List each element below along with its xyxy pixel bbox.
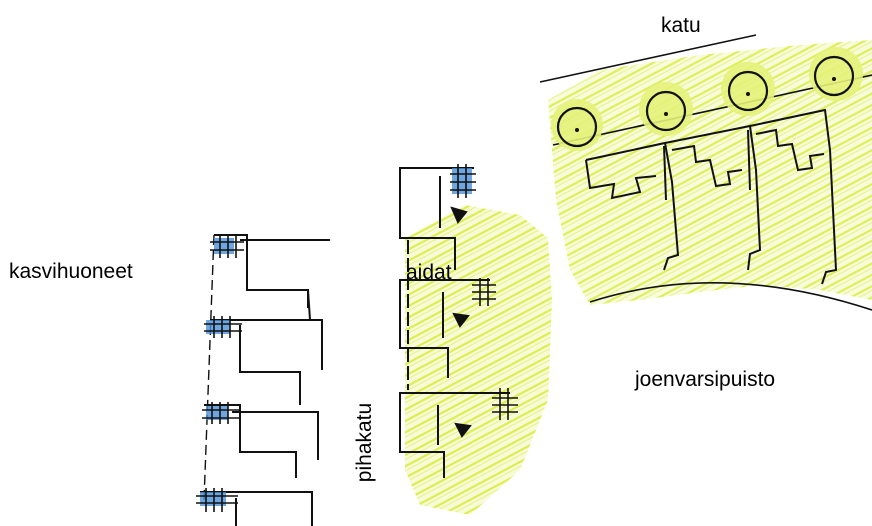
gh-row-spine — [203, 234, 215, 501]
street-house-2-front — [671, 144, 743, 188]
tree-2 — [639, 82, 693, 136]
greenhouse-left-1 — [210, 234, 244, 258]
fence-arrow-2 — [452, 312, 470, 328]
street-house-divider-1 — [663, 145, 667, 201]
greenhouses-label: kasvihuoneet — [9, 260, 133, 283]
greenhouse-mid-3 — [492, 388, 518, 420]
greenhouse-houses — [200, 234, 330, 526]
grass-area-middle — [405, 205, 552, 515]
greenhouses-middle — [450, 164, 518, 420]
street-edge-top — [539, 34, 757, 83]
street-house-1-front — [585, 159, 657, 200]
grass-areas — [405, 40, 872, 515]
fenced-house-2 — [399, 279, 490, 378]
gh-house-4 — [200, 491, 313, 526]
street-trees — [551, 47, 863, 151]
tree-4 — [809, 47, 863, 101]
gh-row-divider — [307, 289, 311, 321]
street-house-3 — [749, 108, 838, 285]
greenhouse-mid-2 — [472, 278, 496, 306]
grass-area-right — [548, 40, 872, 305]
courtyard-street-label: pihakatu — [353, 402, 377, 483]
fenced-house-1 — [399, 167, 474, 270]
tree-3 — [721, 62, 775, 116]
street-houses — [585, 108, 838, 285]
greenhouse-left-2 — [204, 316, 242, 338]
fence-arrow-3 — [454, 422, 472, 438]
riverside-park-label: joenvarsipuisto — [635, 368, 776, 391]
street-label: katu — [661, 14, 701, 37]
riverside-park-edge — [589, 282, 872, 311]
gh-house-2 — [210, 319, 323, 370]
fence-arrow-1 — [450, 206, 468, 224]
gh-house-3-side — [232, 411, 319, 460]
greenhouse-left-3 — [202, 402, 240, 424]
greenhouse-mid-1 — [450, 164, 476, 198]
street-house-1 — [585, 141, 680, 271]
street-house-divider-2 — [747, 129, 751, 191]
tree-1 — [551, 99, 603, 151]
gh-house-2-side — [239, 325, 301, 405]
greenhouses-left — [196, 234, 244, 512]
fenced-house-3 — [399, 392, 510, 478]
street-house-2 — [664, 124, 762, 271]
fenced-houses — [399, 167, 510, 478]
street-house-3-front — [755, 128, 825, 172]
greenhouse-left-4 — [196, 488, 238, 512]
fences-label: aidat — [406, 261, 452, 284]
